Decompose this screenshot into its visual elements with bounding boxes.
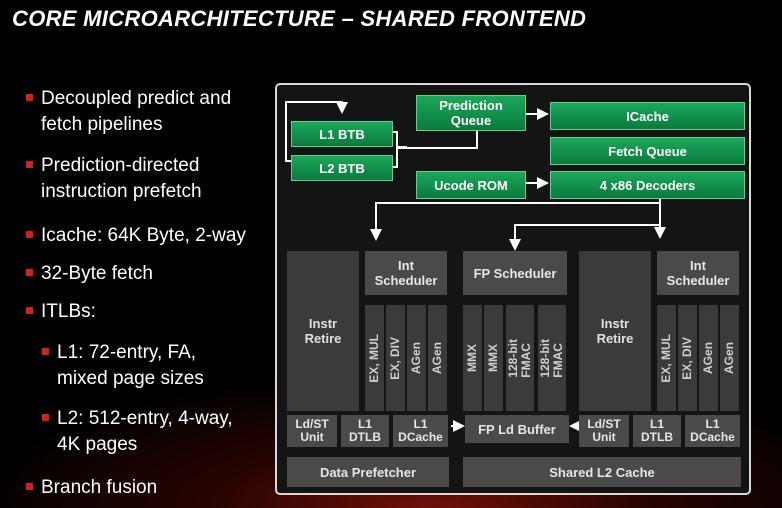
bullet-text: Prediction-directed — [41, 155, 200, 176]
ex-mul-unit-right: EX, MUL — [657, 305, 676, 411]
bullet-square-icon — [26, 483, 33, 490]
l2-btb-block: L2 BTB — [291, 155, 393, 181]
ex-div-unit-left: EX, DIV — [386, 305, 405, 411]
bullet-text: mixed page sizes — [57, 368, 204, 389]
ucode-rom-block: Ucode ROM — [416, 171, 526, 199]
bullet-square-icon — [42, 414, 49, 421]
bullet-square-icon — [42, 348, 49, 355]
agen-unit-right-1: AGen — [699, 305, 718, 411]
bullet-text: Branch fusion — [41, 477, 158, 498]
agen-unit-right-2: AGen — [720, 305, 739, 411]
bullet-text: Icache: 64K Byte, 2-way — [41, 225, 246, 246]
fp-scheduler-block: FP Scheduler — [463, 251, 567, 295]
x86-decoders-block: 4 x86 Decoders — [550, 171, 745, 199]
bullet-text: ITLBs: — [41, 301, 96, 322]
bullet-square-icon — [26, 94, 33, 101]
fetch-queue-block: Fetch Queue — [550, 137, 745, 165]
l1-btb-block: L1 BTB — [291, 121, 393, 147]
ex-mul-unit-left: EX, MUL — [365, 305, 384, 411]
mmx-unit-1: MMX — [463, 305, 482, 411]
bullet-square-icon — [26, 161, 33, 168]
bullet-text: 4K pages — [57, 434, 138, 455]
bullet-square-icon — [26, 307, 33, 314]
bullet-text: fetch pipelines — [41, 114, 163, 135]
diagram-arrows — [285, 101, 666, 432]
bullet-text: Decoupled predict and — [41, 88, 232, 109]
bullet-text: L1: 72-entry, FA, — [57, 342, 197, 363]
mmx-unit-2: MMX — [484, 305, 503, 411]
shared-l2-cache-block: Shared L2 Cache — [463, 457, 741, 487]
data-prefetcher-block: Data Prefetcher — [287, 457, 449, 487]
slide-title: CORE MICROARCHITECTURE – SHARED FRONTEND — [12, 6, 587, 31]
bullet-text: L2: 512-entry, 4-way, — [57, 408, 233, 429]
bullet-text: instruction prefetch — [41, 181, 202, 202]
bullet-square-icon — [26, 231, 33, 238]
agen-unit-left-2: AGen — [428, 305, 447, 411]
ex-div-unit-right: EX, DIV — [678, 305, 697, 411]
bullet-text: 32-Byte fetch — [41, 263, 153, 284]
agen-unit-left-1: AGen — [407, 305, 426, 411]
bullet-square-icon — [26, 269, 33, 276]
icache-block: ICache — [550, 102, 745, 130]
fp-ld-buffer-block: FP Ld Buffer — [465, 415, 569, 443]
